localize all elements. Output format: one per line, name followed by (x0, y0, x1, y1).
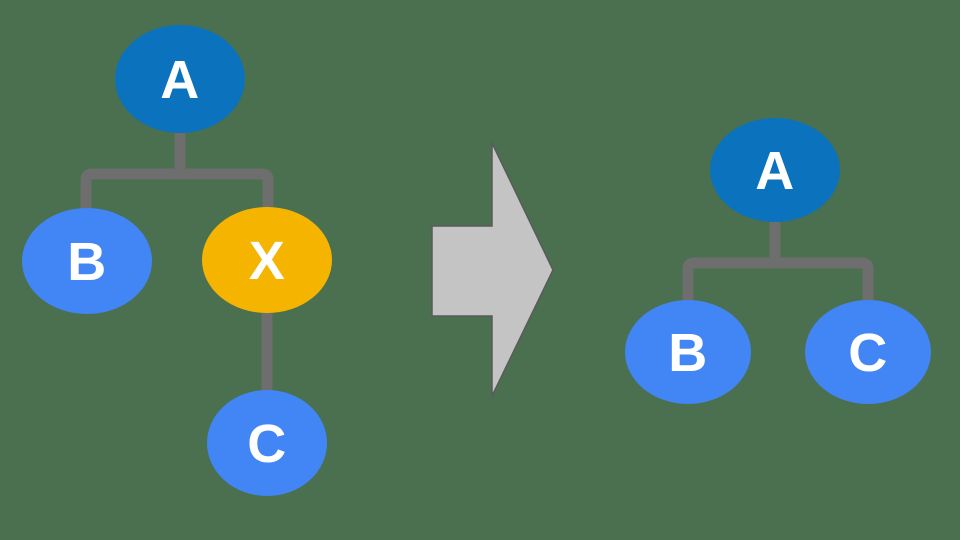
node-b-before-label: B (67, 232, 107, 292)
before-tree-group: A B X C (22, 25, 332, 496)
node-c-after-shape[interactable] (805, 300, 931, 404)
node-c-before-label: C (247, 414, 287, 474)
node-b-after[interactable]: B (625, 300, 751, 404)
node-c-after[interactable]: C (805, 300, 931, 404)
node-c-before[interactable]: C (207, 390, 327, 496)
transformation-arrow (431, 142, 554, 397)
edge-a-to-b-after (682, 257, 775, 306)
node-a-before-shape[interactable] (115, 25, 245, 133)
node-a-after-label: A (755, 141, 795, 201)
node-b-before[interactable]: B (22, 208, 152, 314)
node-b-after-label: B (668, 323, 708, 383)
node-x-before-shape[interactable] (202, 207, 332, 313)
after-tree-group: A B C (625, 118, 931, 404)
node-c-before-shape[interactable] (207, 390, 327, 496)
edge-a-to-x (180, 168, 274, 214)
node-x-before[interactable]: X (202, 207, 332, 313)
after-connectors (682, 222, 874, 306)
right-arrow-icon (431, 142, 554, 397)
node-x-before-label: X (249, 231, 286, 291)
node-b-after-shape[interactable] (625, 300, 751, 404)
node-a-before[interactable]: A (115, 25, 245, 133)
node-c-after-label: C (848, 323, 888, 383)
node-a-after[interactable]: A (710, 118, 840, 222)
edge-a-to-b (80, 168, 180, 216)
node-a-after-shape[interactable] (710, 118, 840, 222)
before-connectors (80, 133, 274, 400)
edge-a-to-c-after (775, 257, 874, 306)
node-b-before-shape[interactable] (22, 208, 152, 314)
node-a-before-label: A (160, 50, 200, 110)
